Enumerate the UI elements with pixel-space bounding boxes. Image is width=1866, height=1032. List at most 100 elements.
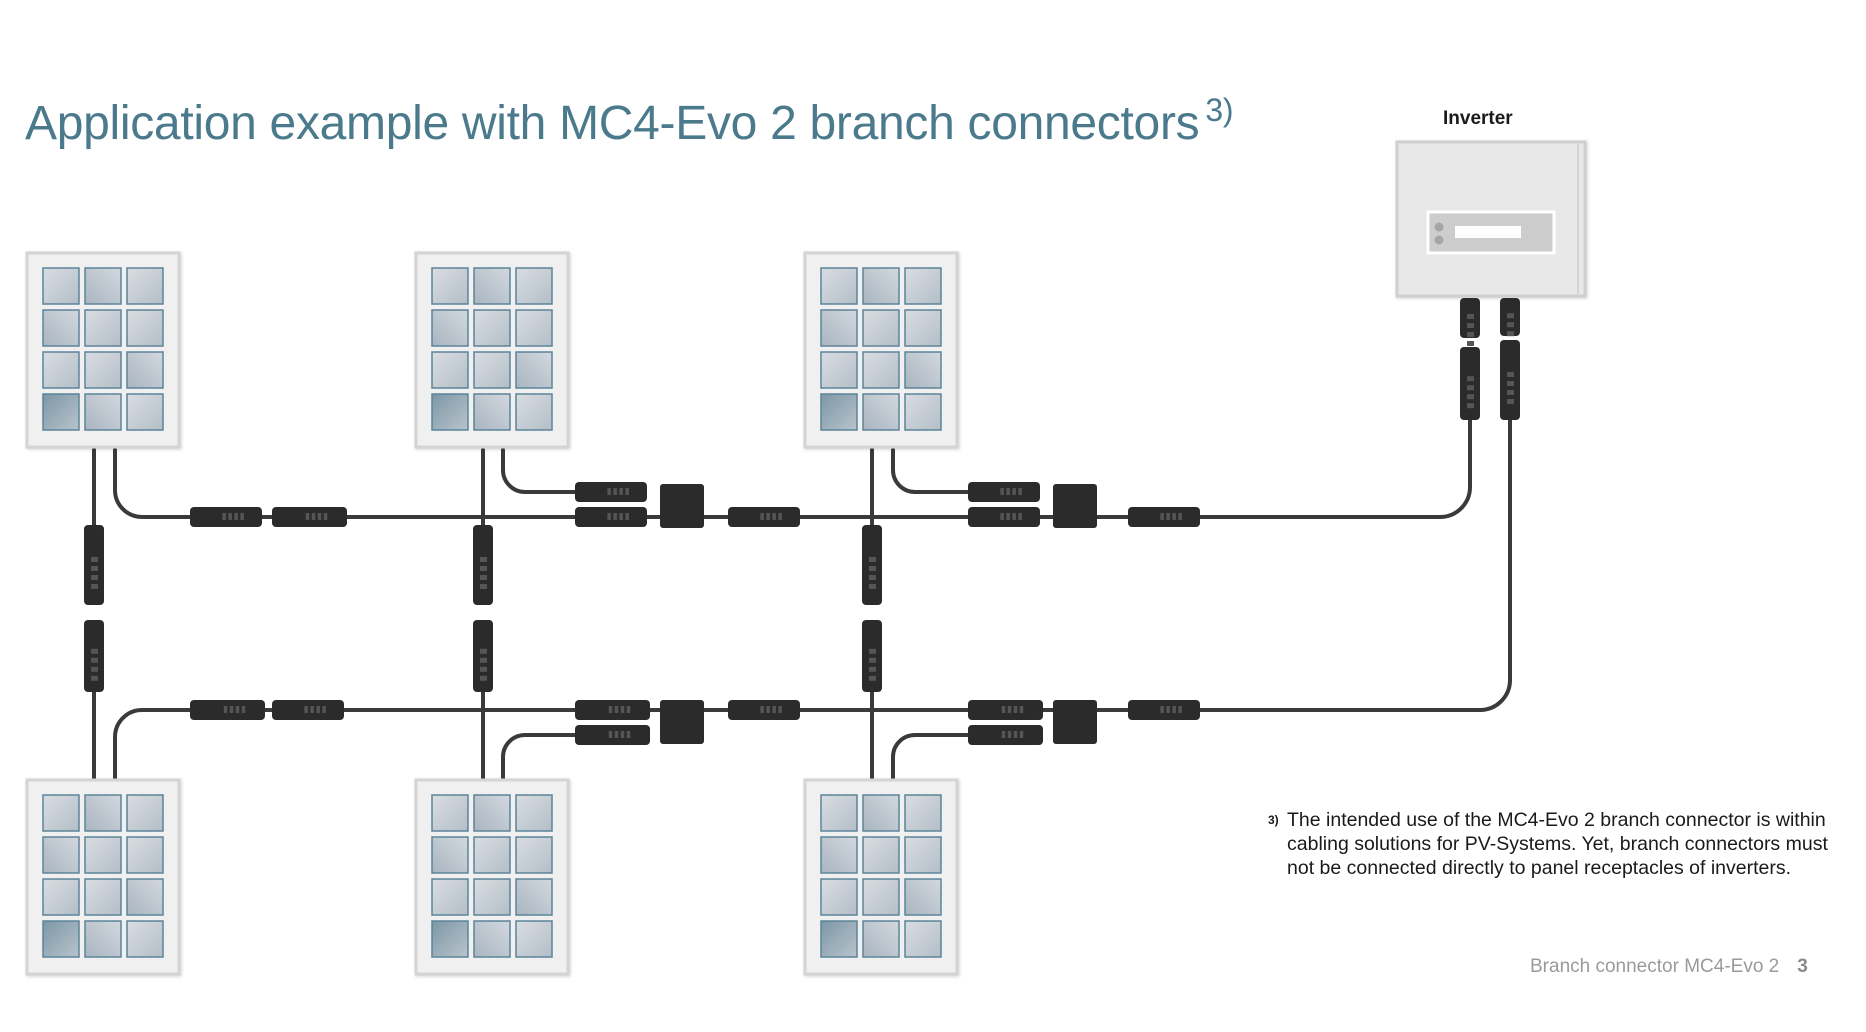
panel-cell	[473, 878, 511, 916]
connector-detail	[241, 706, 246, 713]
mc4-connector	[728, 700, 800, 720]
footnote: 3) The intended use of the MC4-Evo 2 bra…	[1268, 808, 1828, 880]
connector-detail	[869, 575, 876, 580]
connector-detail	[869, 675, 876, 681]
panel-cell	[515, 878, 553, 916]
panel-cell	[42, 267, 80, 305]
panel-cell	[904, 309, 942, 347]
connector-detail	[1467, 394, 1474, 400]
connector-detail	[91, 657, 98, 663]
panel-cell	[126, 393, 164, 431]
panel-cell	[515, 267, 553, 305]
title-footnote-ref: 3)	[1205, 92, 1234, 128]
connector-detail	[1018, 488, 1022, 495]
cable	[501, 448, 592, 494]
panel-cell	[42, 794, 80, 832]
connector-detail	[620, 706, 625, 713]
panel-cell	[862, 920, 900, 958]
panel-cell	[473, 393, 511, 431]
connector-detail	[607, 488, 611, 495]
panel-cell	[862, 794, 900, 832]
connector-detail	[480, 584, 487, 589]
mc4-connector	[862, 620, 882, 692]
cable	[891, 448, 982, 494]
panel-cell	[820, 920, 858, 958]
connector-detail	[305, 513, 310, 520]
inverter-label: Inverter	[1443, 108, 1513, 129]
connector-detail	[626, 731, 631, 738]
cable	[501, 733, 592, 782]
panel-cell	[820, 878, 858, 916]
connector-detail	[1019, 731, 1024, 738]
mc4-connector	[84, 620, 104, 692]
connector-detail	[1178, 706, 1182, 713]
panel-cell	[126, 351, 164, 389]
panel-cell	[84, 920, 122, 958]
mc4-connector	[728, 507, 800, 527]
panel-cell	[126, 309, 164, 347]
panel-cell	[84, 878, 122, 916]
connector-detail	[614, 706, 619, 713]
connector-detail	[772, 706, 776, 713]
footnote-text: The intended use of the MC4-Evo 2 branch…	[1287, 809, 1828, 879]
connector-detail	[1019, 706, 1024, 713]
connector-detail	[619, 513, 623, 520]
connector-detail	[480, 557, 487, 562]
mc4-connector	[272, 507, 347, 527]
connector-detail	[1000, 513, 1004, 520]
connector-detail	[869, 648, 876, 654]
cable	[148, 408, 1512, 712]
connector-detail	[304, 706, 308, 713]
mc4-connector	[473, 620, 493, 692]
panel-cell	[473, 309, 511, 347]
connector-detail	[1007, 731, 1012, 738]
mc4-connector	[968, 700, 1043, 720]
panel-cell	[904, 794, 942, 832]
panel-cell	[820, 794, 858, 832]
panel-cell	[84, 267, 122, 305]
connector-detail	[869, 666, 876, 672]
connector-detail	[869, 657, 876, 663]
connector-detail	[1467, 376, 1474, 382]
connector-detail	[323, 513, 328, 520]
connector-detail	[778, 706, 782, 713]
connector-detail	[91, 584, 98, 589]
connector-detail	[1166, 706, 1170, 713]
connector-detail	[322, 706, 326, 713]
connector-detail	[1006, 488, 1010, 495]
connector-detail	[480, 566, 487, 571]
connector-detail	[766, 706, 770, 713]
panel-cell	[904, 351, 942, 389]
branch-connector-y	[660, 484, 704, 528]
panel-cell	[84, 836, 122, 874]
page-title: Application example with MC4-Evo 2 branc…	[25, 92, 1233, 151]
branch-connector-y	[1053, 700, 1097, 744]
connector-detail	[480, 666, 487, 672]
panel-cell	[473, 920, 511, 958]
panel-cell	[42, 309, 80, 347]
connector-detail	[317, 513, 322, 520]
connector-detail	[1467, 323, 1474, 328]
connector-detail	[1467, 332, 1474, 337]
connector-detail	[772, 513, 776, 520]
connector-detail	[1012, 513, 1016, 520]
cable	[148, 408, 1472, 519]
inverter-led-icon	[1434, 222, 1444, 232]
connector-detail	[1172, 513, 1176, 520]
solar-panel	[803, 251, 959, 449]
panel-cell	[42, 920, 80, 958]
panel-cell	[431, 878, 469, 916]
connector-detail	[1160, 706, 1164, 713]
connector-detail	[1013, 731, 1018, 738]
connector-detail	[480, 575, 487, 580]
connector-detail	[480, 657, 487, 663]
connector-detail	[234, 513, 238, 520]
connector-detail	[1507, 372, 1514, 377]
connector-detail	[608, 731, 613, 738]
panel-cell	[431, 351, 469, 389]
panel-cell	[515, 309, 553, 347]
connector-detail	[1467, 341, 1474, 346]
connector-detail	[310, 706, 314, 713]
panel-cell	[431, 920, 469, 958]
mc4-connector	[862, 525, 882, 605]
